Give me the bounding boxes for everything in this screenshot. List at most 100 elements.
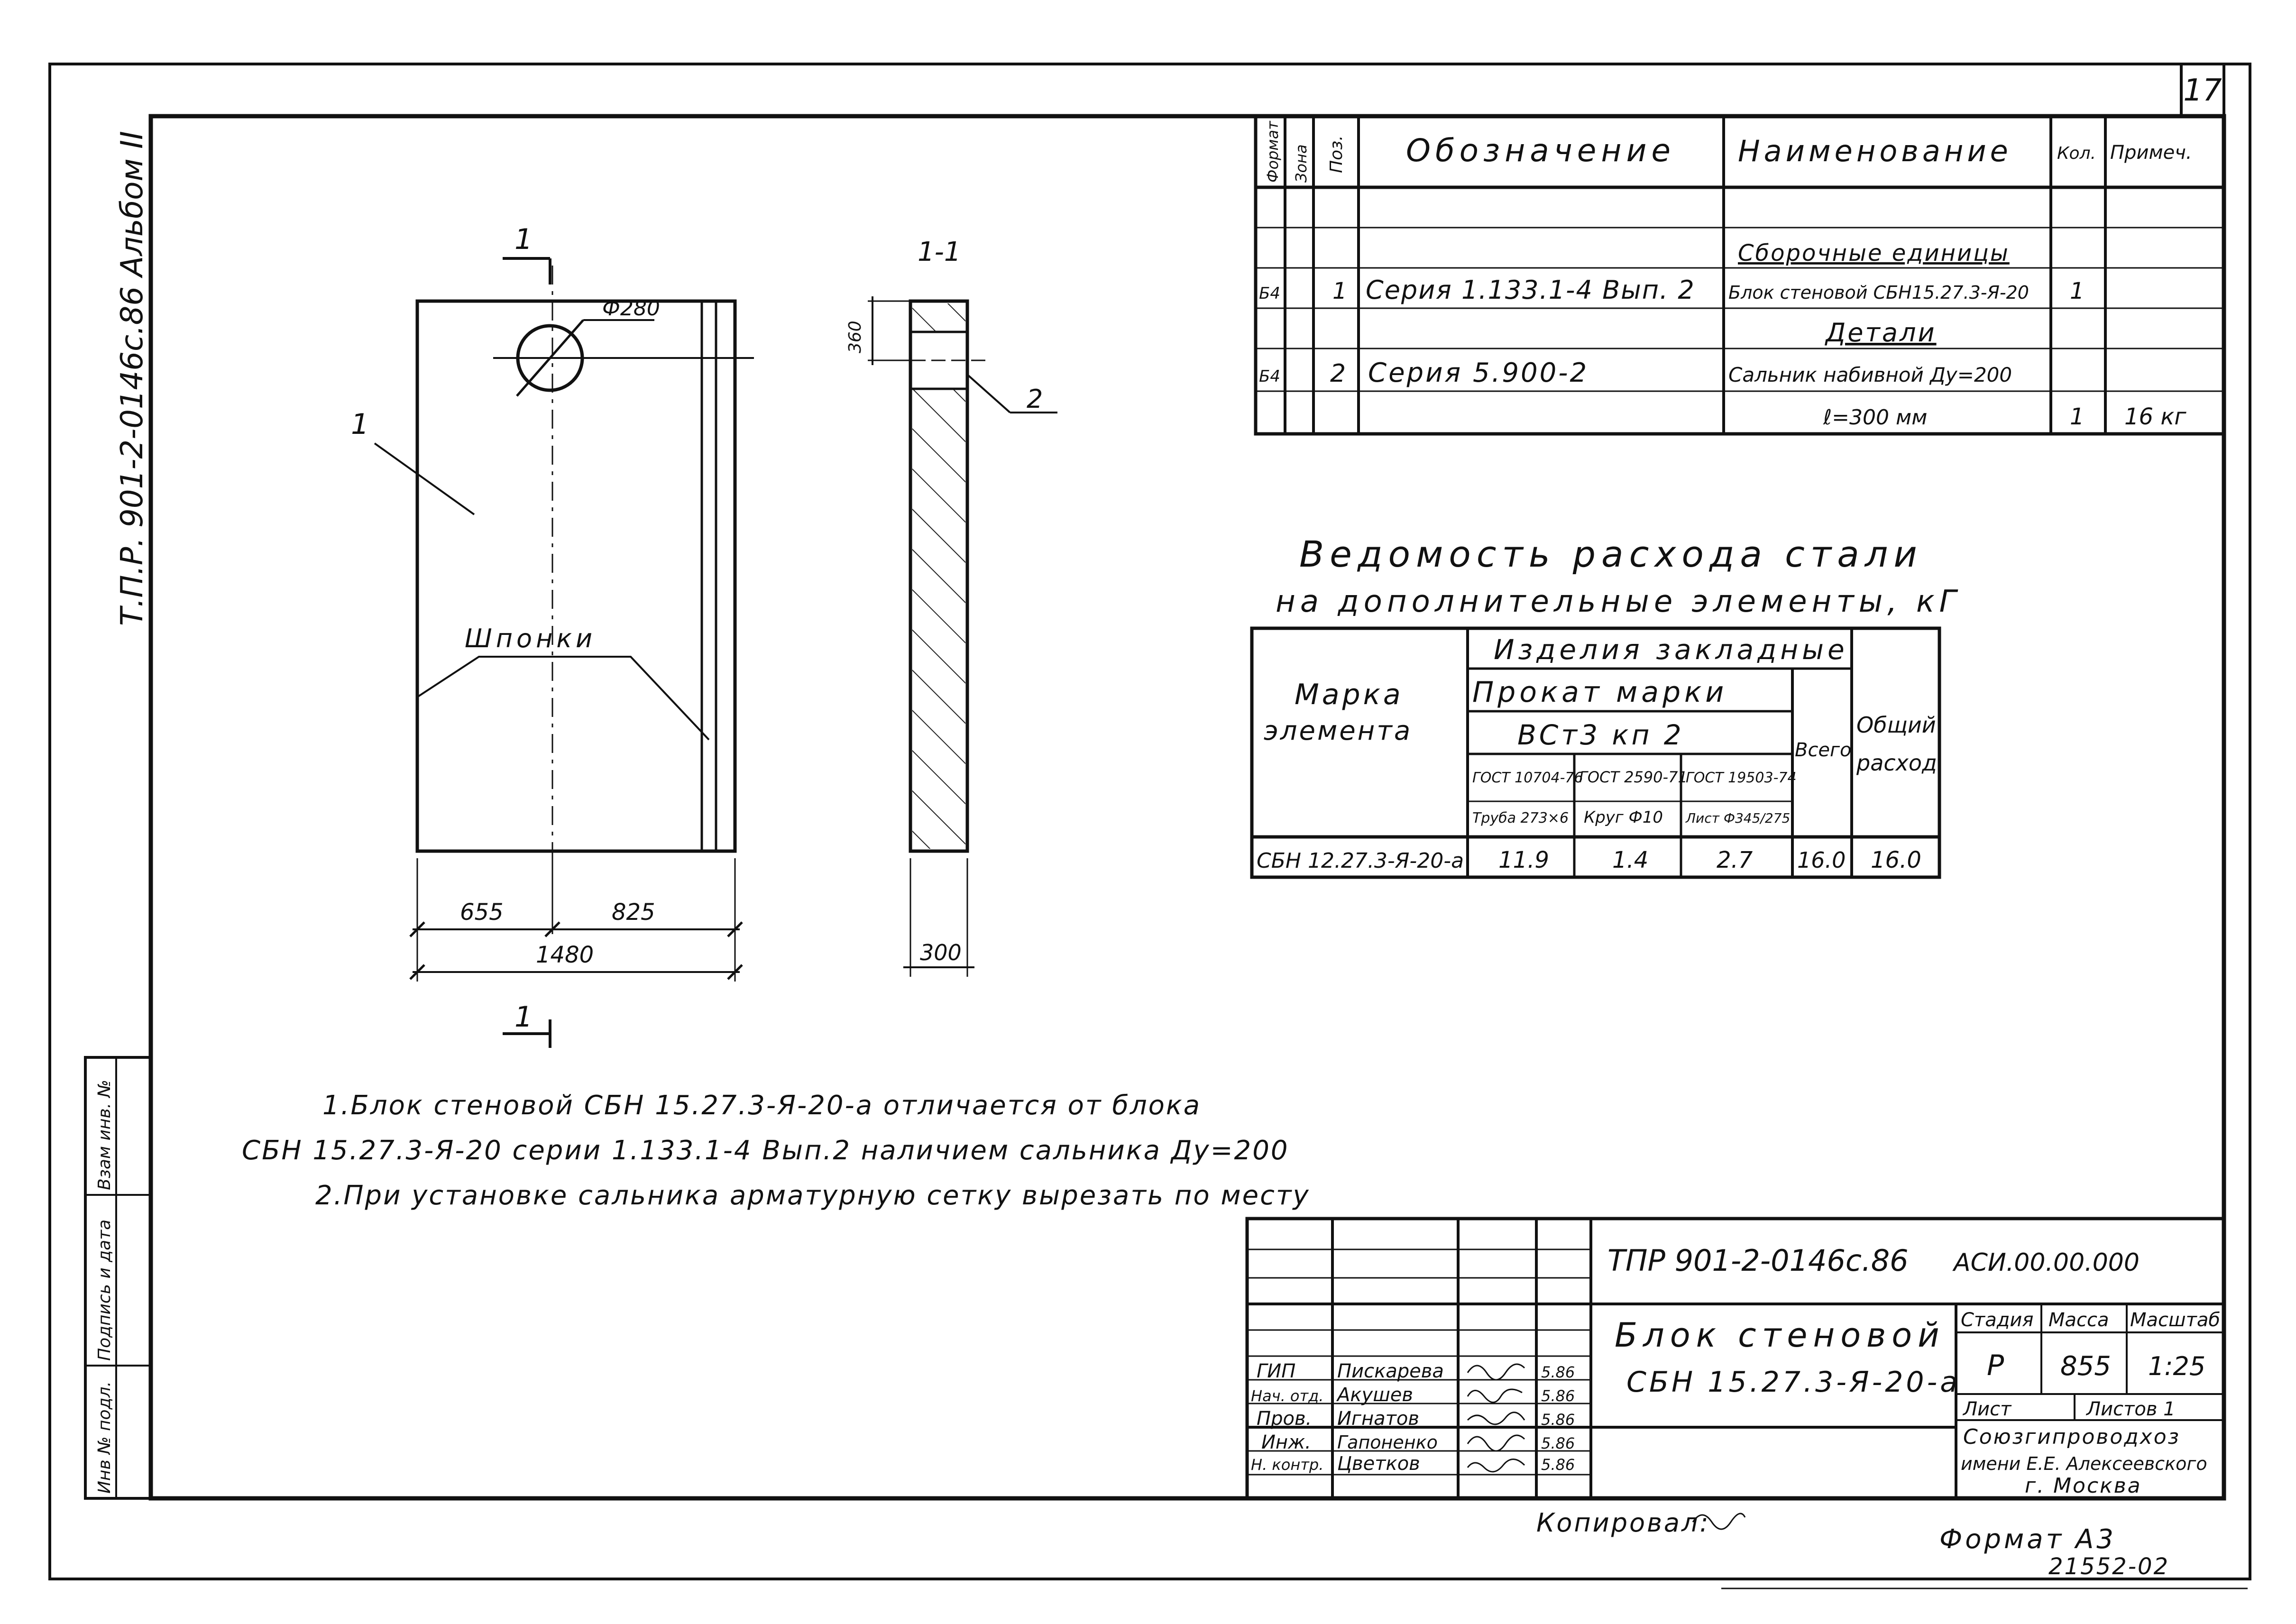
steel-row-v2: 1.4 [1612,847,1648,873]
spec-row1-name: Блок стеновой СБН15.27.3-Я-20 [1728,282,2029,303]
spec-group-assembly: Сборочные единицы [1738,240,2010,266]
steel-h-mark-2: элемента [1264,716,1412,746]
spec-row1-qty: 1 [2070,278,2085,304]
spec-row3-note: 16 кг [2124,404,2186,430]
steel-h-grade: ВСт3 кп 2 [1517,719,1684,751]
title-block: ТПР 901-2-0146с.86 АСИ.00.00.000 Блок ст… [1245,1217,2226,1500]
callout-2: 2 [1027,384,1043,414]
strip-sign-label: Подпись и дата [95,1220,114,1361]
spec-row1-pos: 1 [1332,278,1347,304]
strip-inv-label: Инв № подл. [95,1381,114,1494]
spec-row1-format: Б4 [1259,284,1280,303]
steel-row-v1: 11.9 [1498,847,1549,873]
section-mark-top-label: 1 [514,223,533,256]
spec-row1-designation: Серия 1.133.1-4 Вып. 2 [1366,275,1695,305]
stamp-name-1: Пискарева [1337,1360,1444,1382]
steel-h-products: Изделия закладные [1494,633,1848,666]
stamp-role-3: Пров. [1257,1408,1312,1430]
spec-header-note: Примеч. [2110,142,2192,164]
note-line-2: СБН 15.27.3-Я-20 серии 1.133.1-4 Вып.2 н… [242,1135,1289,1166]
steel-col1-gost: ГОСТ 10704-76 [1472,770,1583,786]
stamp-title-2: СБН 15.27.3-Я-20-а [1626,1366,1960,1399]
signatures [1467,1363,1525,1473]
stamp-code: ТПР 901-2-0146с.86 [1607,1243,1909,1278]
steel-row-total: 16.0 [1797,847,1846,873]
stamp-role-5: Н. контр. [1251,1456,1323,1474]
spec-row3-name: ℓ=300 мм [1823,405,1927,430]
keys-label: Шпонки [465,624,596,653]
dimensions-elevation: 655 825 1480 [409,858,743,982]
dim-300: 300 [920,940,962,965]
album-label: Т.П.Р. 901-2-0146с.86 Альбом II [115,131,150,626]
section-mark-top: 1 [503,223,551,284]
spec-header-format: Формат [1264,120,1282,183]
stamp-name-5: Цветков [1337,1453,1420,1475]
inner-frame [148,114,2226,1501]
spec-group-details: Детали [1825,318,1937,348]
steel-row-overall: 16.0 [1871,847,1921,873]
stamp-date-3: 5.86 [1541,1411,1575,1429]
spec-row2-format: Б4 [1259,367,1280,386]
dim-825: 825 [612,899,655,926]
note-line-1: 1.Блок стеновой СБН 15.27.3-Я-20-а отлич… [322,1090,1201,1121]
spec-row2-pos: 2 [1330,359,1346,388]
stamp-stage: Р [1987,1349,2004,1382]
spec-row2-name: Сальник набивной Ду=200 [1728,363,2012,386]
strip-replace-label: Взам инв. № [95,1080,114,1190]
stamp-name-3: Игнатов [1337,1408,1419,1430]
steel-h-overall-2: расход [1856,750,1937,776]
dim-360: 360 [845,321,865,353]
stamp-role-4: Инж. [1261,1431,1311,1453]
sheet-number: 17 [2183,73,2222,108]
stamp-stage-h: Стадия [1961,1309,2033,1331]
steel-col1-type: Труба 273×6 [1472,810,1569,826]
steel-col3-type: Лист Ф345/275 [1685,810,1790,826]
spec-header-qty: Кол. [2057,144,2096,163]
notes: 1.Блок стеновой СБН 15.27.3-Я-20-а отлич… [242,1090,1310,1211]
steel-h-total: Всего [1795,739,1852,761]
steel-h-overall-1: Общий [1856,712,1936,738]
steel-row-v3: 2.7 [1717,847,1753,873]
left-strip: Инв № подл. Подпись и дата Взам инв. № [84,1056,152,1500]
format-label: Формат А3 [1939,1524,2116,1555]
stamp-date-1: 5.86 [1541,1363,1575,1381]
stamp-date-4: 5.86 [1541,1434,1575,1452]
steel-col3-gost: ГОСТ 19503-74 [1686,770,1797,786]
steel-title-2: на дополнительные элементы, кГ [1276,584,1961,619]
hole-dia-label: Ф280 [602,296,660,321]
stamp-role-1: ГИП [1257,1360,1295,1382]
stamp-scale-h: Масштаб [2130,1309,2220,1331]
steel-h-rolled: Прокат марки [1472,676,1727,709]
stamp-org-1: Союзгипроводхоз [1963,1425,2180,1449]
stamp-mass-h: Масса [2048,1309,2109,1331]
spec-table: Формат Зона Поз. Обозначение Наименовани… [1254,114,2226,436]
stamp-org-2: имени Е.Е. Алексеевского [1961,1453,2207,1474]
spec-row3-qty: 1 [2070,404,2085,430]
note-line-3: 2.При установке сальника арматурную сетк… [315,1180,1310,1211]
spec-header-zone: Зона [1292,144,1310,183]
dim-655: 655 [460,899,504,926]
dim-1480: 1480 [536,942,594,968]
stamp-sheet-h: Лист [1962,1398,2012,1420]
stamp-title-1: Блок стеновой [1615,1316,1945,1355]
stamp-date-5: 5.86 [1541,1456,1575,1474]
order-number: 21552-02 [2048,1553,2169,1580]
steel-table: Ведомость расхода стали на дополнительны… [1250,533,1961,879]
section-view: 1-1 360 2 300 [845,237,1057,977]
steel-col2-type: Круг Ф10 [1584,808,1663,827]
stamp-mass: 855 [2060,1351,2111,1382]
stamp-scale: 1:25 [2148,1351,2205,1381]
stamp-role-2: Нач. отд. [1251,1387,1323,1405]
steel-title-1: Ведомость расхода стали [1299,533,1923,575]
copied-label: Копировал: [1536,1508,1710,1538]
steel-col2-gost: ГОСТ 2590-71 [1579,768,1688,786]
keys-line [416,656,710,741]
outer-frame [48,63,2251,1580]
stamp-code2: АСИ.00.00.000 [1952,1248,2140,1277]
section-title: 1-1 [918,237,961,267]
stamp-sheets-h: Листов 1 [2085,1398,2176,1420]
steel-row-mark: СБН 12.27.3-Я-20-а [1257,849,1464,873]
spec-row2-designation: Серия 5.900-2 [1368,358,1589,388]
steel-h-mark-1: Марка [1295,678,1404,711]
